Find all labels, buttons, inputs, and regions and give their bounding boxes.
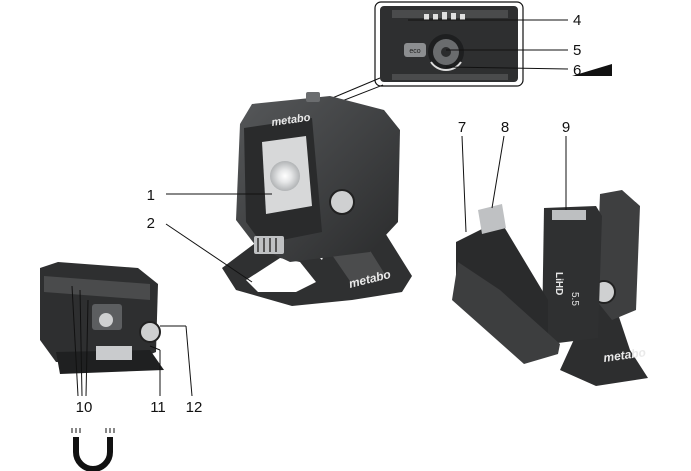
rear-view-illustration xyxy=(40,262,164,374)
rotary-switch-icon xyxy=(428,34,464,71)
callout-9: 9 xyxy=(562,119,570,136)
rear-knob-icon xyxy=(139,321,161,343)
svg-text:eco: eco xyxy=(409,48,420,55)
brightness-scale-icon xyxy=(424,12,465,20)
callout-7: 7 xyxy=(458,119,466,136)
rear-socket-icon xyxy=(99,313,113,327)
main-worklight-illustration: metabo metabo xyxy=(222,92,412,306)
battery-latch-icon xyxy=(478,204,506,234)
dimmer-wedge-icon xyxy=(572,64,612,76)
housing-brand-logo: metabo xyxy=(271,112,312,129)
callout-4: 4 xyxy=(573,12,581,29)
battery-voltage-label: 5.5 xyxy=(569,292,580,306)
magnet-plate xyxy=(96,346,132,360)
magnet-icon xyxy=(71,428,115,471)
callout-10: 10 xyxy=(76,399,93,416)
callout-1: 1 xyxy=(147,187,155,204)
led-lens-icon xyxy=(270,161,300,191)
callout-8: 8 xyxy=(501,119,509,136)
tilt-knob-icon xyxy=(329,189,355,215)
callout-6: 6 xyxy=(573,62,581,79)
callout-11: 11 xyxy=(150,399,166,416)
battery-compartment-illustration: metabo LiHD 5.5 xyxy=(452,190,648,386)
callout-5: 5 xyxy=(573,42,581,59)
callout-2: 2 xyxy=(147,215,155,232)
control-panel-inset: eco xyxy=(374,1,524,87)
eco-mode-button-icon: eco xyxy=(404,43,426,57)
right-stand-brand-logo: metabo xyxy=(602,345,646,365)
battery-lihd-badge: LiHD xyxy=(553,272,564,295)
callout-12: 12 xyxy=(186,399,203,416)
battery-grille xyxy=(254,236,284,254)
